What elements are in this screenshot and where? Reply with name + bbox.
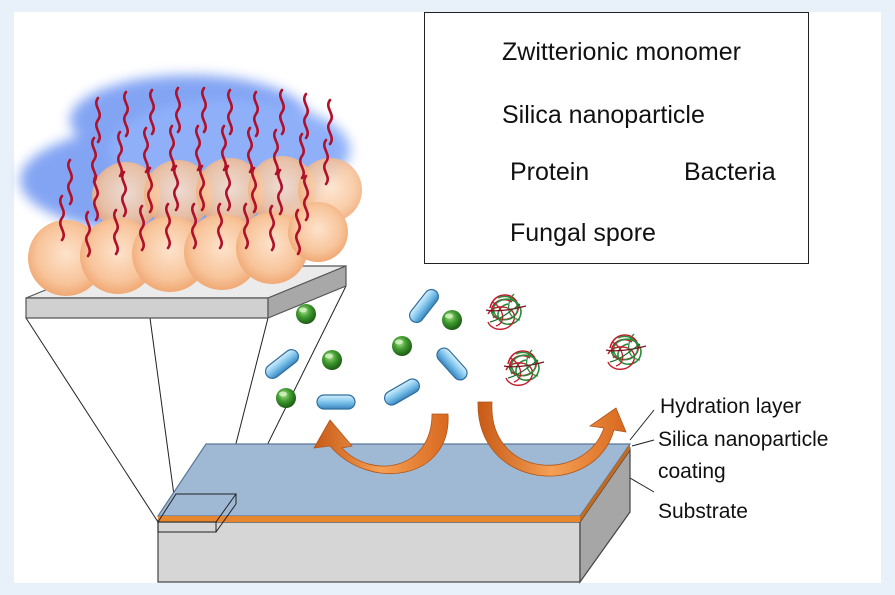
label-silica-coating-line2: coating <box>658 460 726 483</box>
repel-arrows <box>313 401 627 477</box>
layer-callouts <box>629 409 655 493</box>
label-silica-coating-line1: Silica nanoparticle <box>658 428 829 451</box>
label-substrate: Substrate <box>658 500 748 523</box>
legend-label-fungal-spore: Fungal spore <box>510 219 656 247</box>
legend-label-protein: Protein <box>510 158 590 186</box>
floating-proteins <box>485 293 647 387</box>
label-hydration-layer: Hydration layer <box>660 395 802 418</box>
nanoparticle-front-row <box>28 202 348 296</box>
legend-box <box>424 12 809 264</box>
floating-spores <box>276 304 462 408</box>
legend-label-bacteria: Bacteria <box>684 158 776 186</box>
legend-label-silica-nanoparticle: Silica nanoparticle <box>502 101 705 129</box>
legend-label-zwitterionic-monomer: Zwitterionic monomer <box>502 38 741 66</box>
